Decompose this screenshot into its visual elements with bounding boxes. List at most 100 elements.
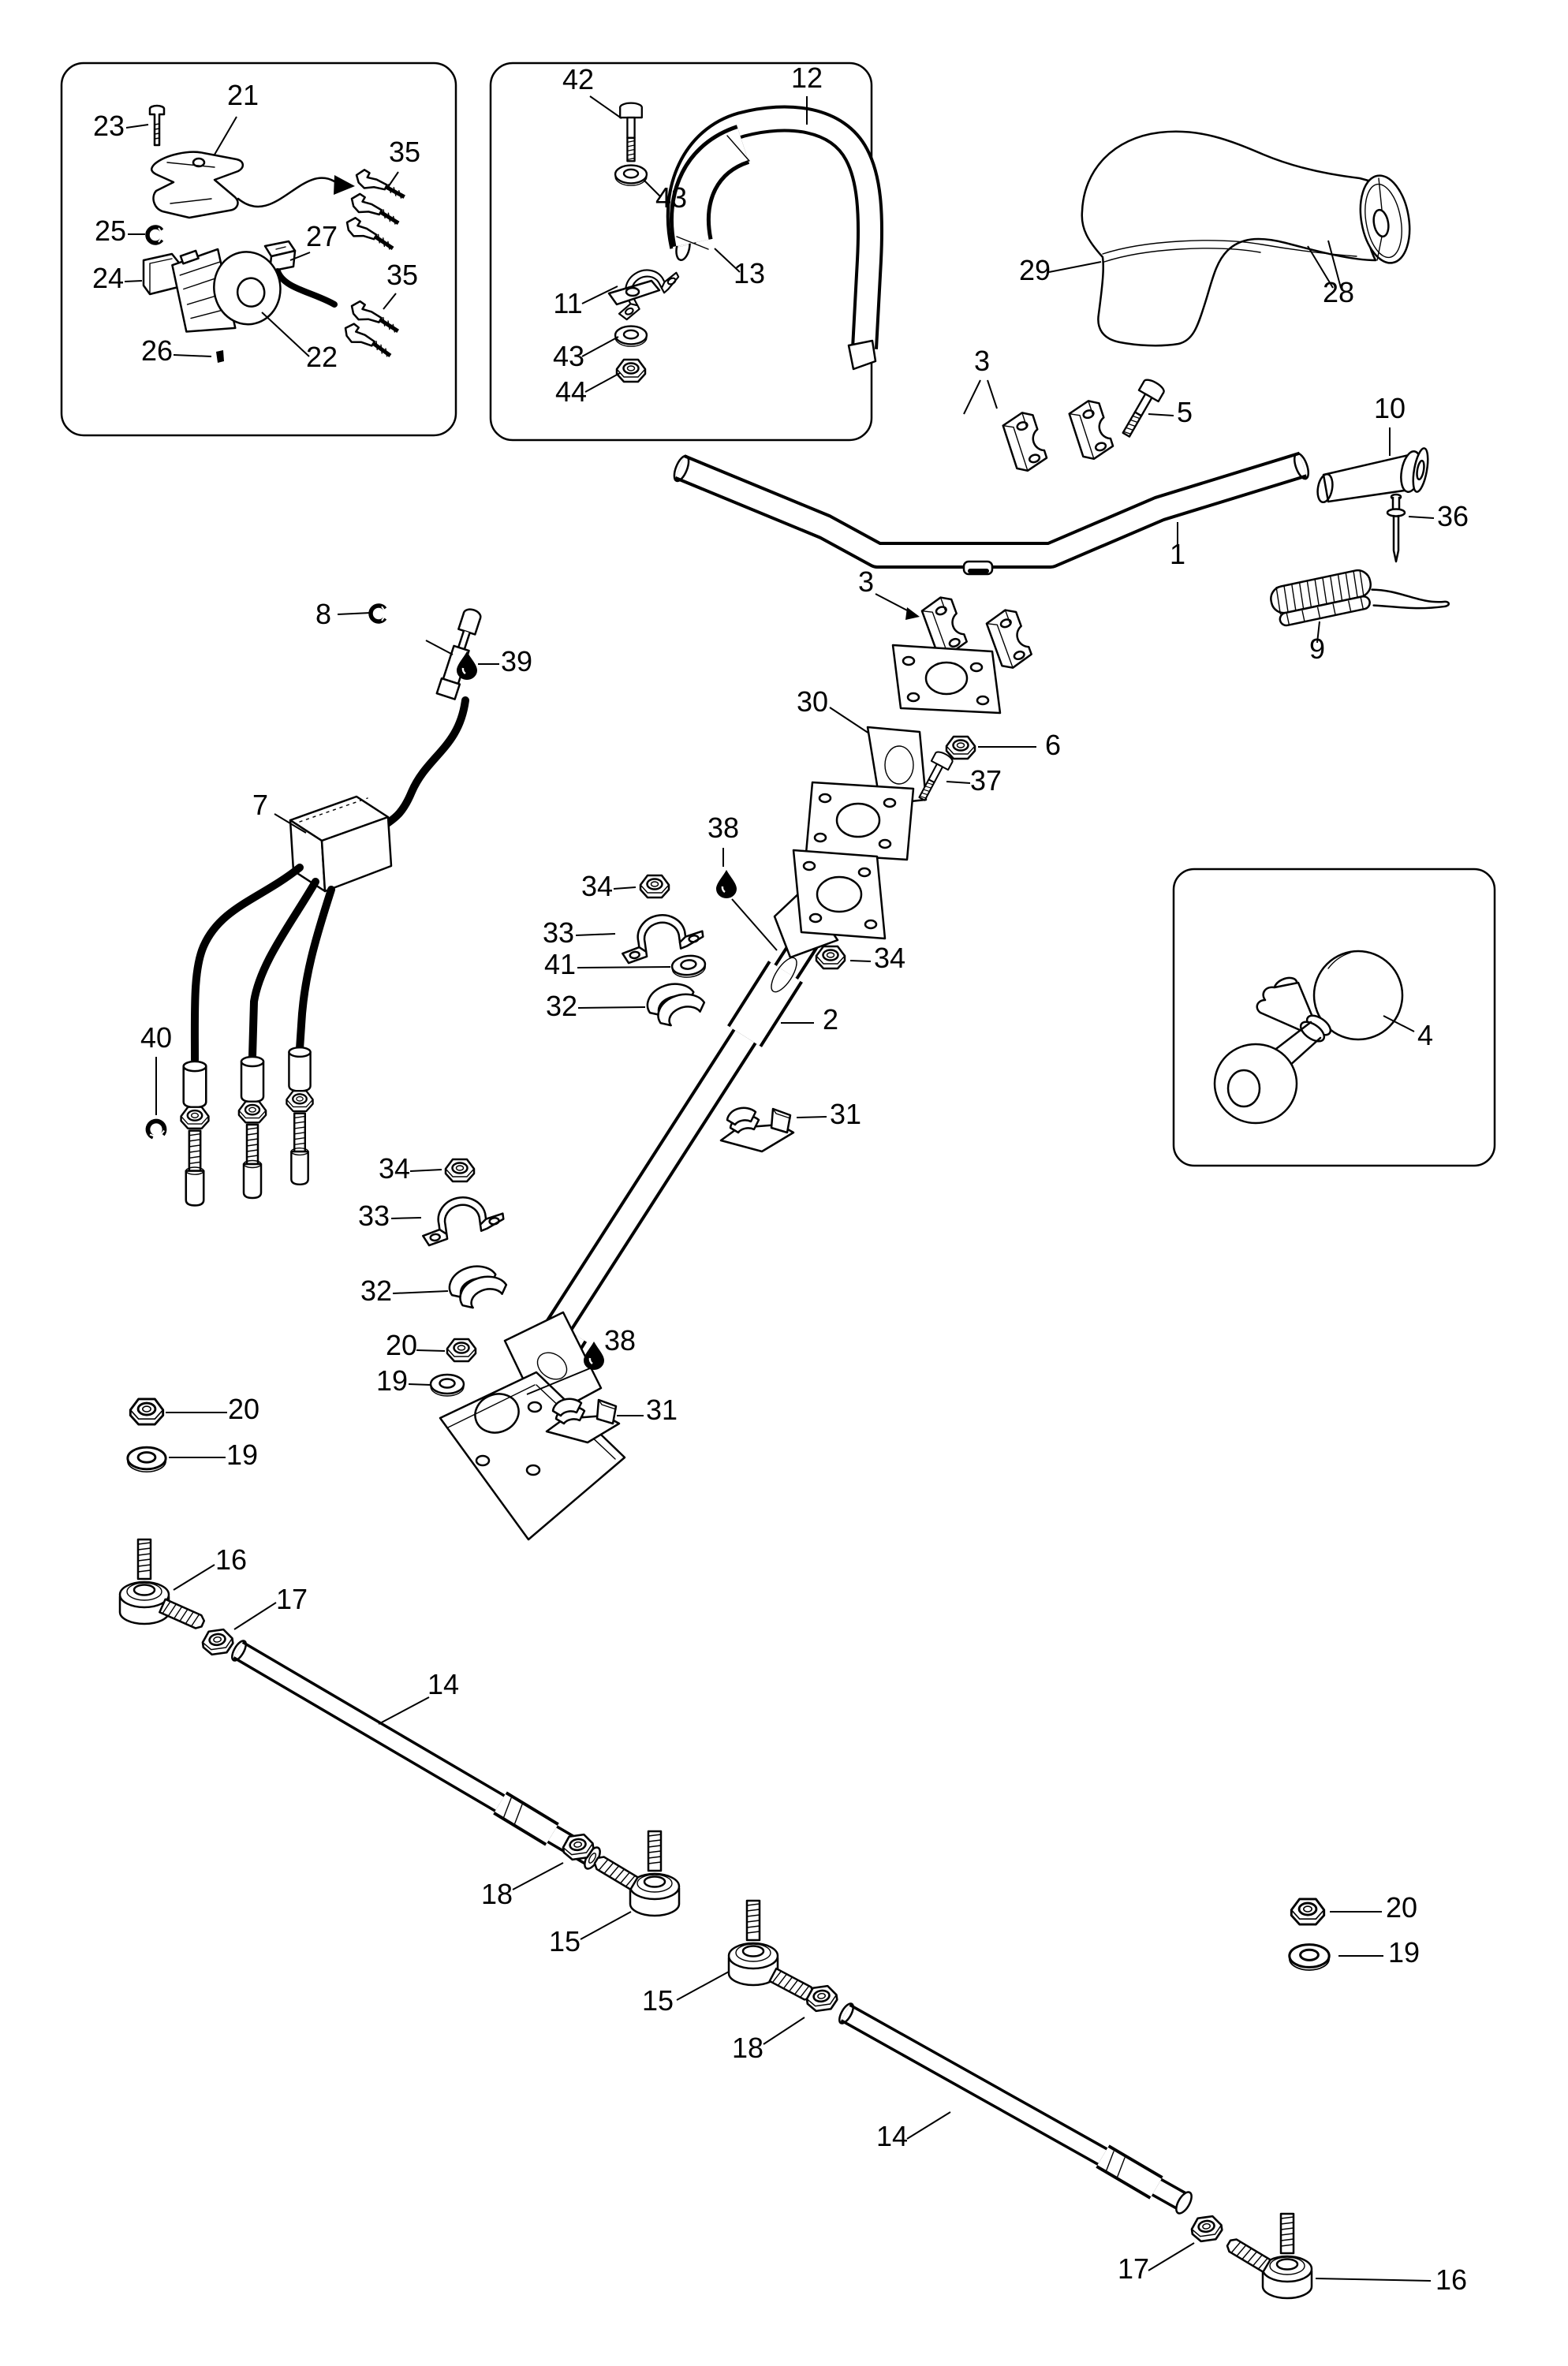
callout-19-left: 19 (169, 1439, 258, 1471)
callout-7-label: 7 (252, 789, 268, 821)
callout-19-left-label: 19 (226, 1439, 258, 1471)
dimmer-lever-21 (151, 151, 244, 219)
callout-42-leader (589, 95, 622, 119)
callout-31-low-label: 31 (646, 1394, 678, 1426)
cable-adjuster-right (286, 1047, 312, 1185)
callout-7: 7 (252, 789, 307, 834)
callout-35-bottom-leader (383, 293, 397, 310)
callout-28: 28 (1307, 240, 1354, 308)
callout-32-low: 32 (360, 1274, 449, 1307)
callout-44-leader (584, 372, 621, 393)
callout-34-top-leader (613, 886, 637, 890)
callout-4-leader (1383, 1015, 1415, 1032)
callout-33-top: 33 (543, 916, 616, 949)
nut-20-mid-icon (446, 1338, 477, 1363)
callout-25-label: 25 (95, 215, 126, 247)
bolt-42-icon (619, 102, 643, 162)
callout-3-top-leader (987, 379, 998, 409)
callout-29: 29 (1019, 254, 1102, 286)
callout-33-top-leader (575, 933, 616, 936)
callout-16-bottomright: 16 (1315, 2263, 1467, 2296)
arrow-3-mid-icon (905, 607, 920, 620)
callout-33-low-label: 33 (358, 1200, 390, 1232)
callout-40: 40 (140, 1021, 172, 1115)
nut-17-bottomright-icon (1189, 2214, 1225, 2244)
callout-16-bottomright-label: 16 (1435, 2263, 1467, 2296)
callout-31-low: 31 (617, 1394, 678, 1426)
callout-14-left-label: 14 (427, 1668, 459, 1700)
callout-27: 27 (289, 220, 338, 261)
washer-43-top-icon (614, 164, 648, 187)
callout-38-top-leader (731, 898, 778, 951)
callout-11-leader (581, 285, 618, 304)
callout-15-left: 15 (549, 1911, 632, 1957)
callout-14-right-label: 14 (876, 2120, 908, 2152)
washer-19-mid-icon (429, 1373, 465, 1398)
callout-19-mid: 19 (376, 1364, 431, 1397)
callout-41: 41 (544, 948, 671, 980)
callout-1-label: 1 (1170, 538, 1185, 570)
nut-20-left-icon (129, 1398, 165, 1426)
callout-18-left: 18 (481, 1862, 564, 1910)
callout-19-right: 19 (1338, 1936, 1420, 1969)
callout-31-top-leader (796, 1116, 827, 1118)
callout-22-label: 22 (306, 341, 338, 373)
shaft-top-flange (773, 849, 887, 959)
callout-21: 21 (214, 79, 259, 155)
callout-3-top: 3 (963, 345, 998, 415)
callout-15-right-label: 15 (642, 1984, 674, 2017)
callout-43-bottom: 43 (553, 336, 619, 372)
callout-17-topleft-label: 17 (276, 1583, 308, 1615)
heated-grip-element-9 (1270, 569, 1450, 627)
callout-8: 8 (315, 598, 371, 630)
washer-19-left-icon (126, 1446, 167, 1473)
callout-43-top-leader (643, 179, 662, 198)
callout-3-top-leader (963, 379, 981, 415)
oil-drop-38-top-icon (715, 868, 738, 900)
tie-rod-end-16-bottomright (1261, 2212, 1313, 2300)
callout-27-leader (289, 252, 311, 261)
callout-14-right: 14 (876, 2111, 951, 2152)
callout-38-top: 38 (707, 812, 778, 951)
callout-30-label: 30 (797, 685, 828, 718)
callout-18-right-label: 18 (732, 2032, 763, 2064)
callout-2-label: 2 (823, 1003, 838, 1036)
callout-17-topleft-leader (233, 1602, 277, 1630)
callout-14-right-leader (906, 2111, 951, 2140)
handle-pad-13 (670, 125, 751, 250)
callout-30: 30 (797, 685, 870, 734)
callout-3-mid-leader (875, 593, 913, 614)
tie-rod-left (118, 1538, 681, 1917)
callout-23-label: 23 (93, 110, 125, 142)
callout-2: 2 (781, 1003, 838, 1036)
callout-13: 13 (714, 248, 765, 289)
callout-16-topleft-leader (173, 1564, 215, 1591)
callout-30-leader (829, 707, 870, 734)
steering-cover-29 (1081, 130, 1411, 347)
cable-adjuster-mid (239, 1057, 266, 1198)
callout-32-low-label: 32 (360, 1274, 392, 1307)
callout-34-low-label: 34 (379, 1152, 410, 1185)
callout-34-low: 34 (379, 1152, 442, 1185)
nut-34-low-icon (444, 1158, 476, 1183)
callout-36-label: 36 (1437, 500, 1469, 532)
callout-5-label: 5 (1177, 396, 1193, 428)
junction-box-7 (289, 795, 393, 893)
inset-box-ignition-switch (60, 62, 457, 437)
nut-34-top-icon (639, 874, 670, 899)
callout-23: 23 (93, 110, 149, 142)
part-26-icon (216, 350, 224, 363)
callout-26: 26 (141, 334, 212, 367)
cover-end-cap-28 (1359, 174, 1411, 264)
callout-38-low: 38 (526, 1324, 636, 1395)
clamp-31-top-icon (719, 1106, 795, 1153)
callout-15-right: 15 (642, 1971, 730, 2017)
callout-18-right: 18 (732, 2017, 805, 2064)
callout-16-topleft: 16 (173, 1543, 247, 1591)
callout-19-right-label: 19 (1388, 1936, 1420, 1969)
callout-22-leader (261, 312, 310, 357)
callout-38-top-label: 38 (707, 812, 739, 844)
callout-7-leader (274, 813, 307, 834)
callout-17-topleft: 17 (233, 1583, 308, 1630)
callout-8-label: 8 (315, 598, 331, 630)
